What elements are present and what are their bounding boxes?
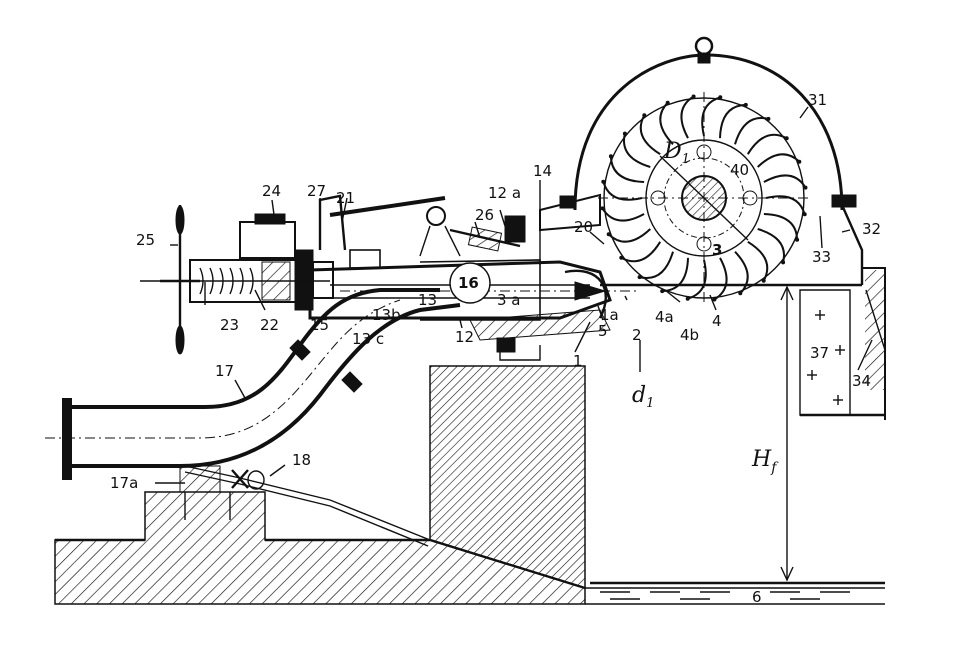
symbol-d1: d1 bbox=[632, 383, 654, 411]
label-13: 13 bbox=[418, 291, 437, 309]
label-31: 31 bbox=[808, 91, 827, 109]
governor-mechanism bbox=[140, 194, 526, 355]
runner-bucket-tip bbox=[691, 94, 696, 99]
runner-buckets bbox=[600, 94, 808, 302]
label-18: 18 bbox=[292, 451, 311, 469]
runner-bucket bbox=[620, 241, 662, 263]
label-37: 37 bbox=[810, 344, 829, 362]
runner-bucket-tip bbox=[642, 113, 647, 118]
runner-bucket-tip bbox=[743, 102, 748, 107]
runner-bucket-tip bbox=[761, 278, 766, 283]
label-4a: 4a bbox=[655, 308, 674, 326]
label-27: 27 bbox=[307, 182, 326, 200]
runner-bucket bbox=[747, 240, 769, 282]
label-33: 33 bbox=[812, 248, 831, 266]
runner-bucket bbox=[763, 213, 799, 240]
runner-bucket bbox=[639, 251, 674, 279]
runner-bucket-tip bbox=[600, 206, 605, 211]
symbol-Hf: Hf bbox=[751, 447, 779, 476]
label-26: 26 bbox=[475, 206, 494, 224]
label-40: 40 bbox=[730, 161, 749, 179]
label-22: 22 bbox=[260, 316, 279, 334]
label-20: 20 bbox=[574, 218, 593, 236]
runner-bucket-tip bbox=[781, 260, 786, 265]
label-3: 3 bbox=[712, 241, 722, 259]
label-12: 12 bbox=[455, 328, 474, 346]
runner-bucket bbox=[687, 259, 707, 300]
runner-bucket-tip bbox=[622, 131, 627, 136]
runner-bucket bbox=[734, 251, 749, 294]
head-dimension bbox=[780, 285, 794, 582]
label-15: 15 bbox=[310, 316, 329, 334]
runner-bucket bbox=[763, 174, 807, 189]
runner-bucket-tip bbox=[784, 136, 789, 141]
label-5: 5 bbox=[598, 322, 608, 340]
label-4: 4 bbox=[712, 312, 722, 330]
tailrace-water bbox=[590, 581, 885, 600]
foundation bbox=[54, 365, 885, 605]
label-6: 6 bbox=[752, 588, 762, 606]
runner-bucket bbox=[639, 114, 661, 156]
runner-bucket bbox=[609, 156, 645, 183]
label-12a: 12 a bbox=[488, 184, 521, 202]
label-3a: 3 a bbox=[497, 291, 521, 309]
runner-bucket bbox=[608, 228, 651, 243]
runner-bucket bbox=[659, 102, 674, 145]
runner-bucket bbox=[602, 181, 643, 201]
runner-bucket-tip bbox=[665, 100, 670, 105]
runner-bucket-tip bbox=[718, 95, 723, 100]
runner-bucket-tip bbox=[660, 289, 665, 294]
label-13c: 13 c bbox=[352, 330, 384, 348]
runner-bucket-tip bbox=[738, 291, 743, 296]
runner-bucket bbox=[765, 195, 806, 215]
label-1: 1 bbox=[573, 352, 583, 370]
drain-valve bbox=[179, 465, 431, 547]
label-16: 16 bbox=[458, 274, 479, 292]
runner-bucket-tip bbox=[637, 275, 642, 280]
runner-bucket-tip bbox=[803, 185, 808, 190]
runner-bucket-tip bbox=[795, 237, 800, 242]
inlet-pipe bbox=[45, 288, 461, 480]
label-25: 25 bbox=[136, 231, 155, 249]
runner-bucket-tip bbox=[802, 212, 807, 217]
labels: 25 23 22 24 27 21 15 13b 13 13 c 12 16 3… bbox=[110, 91, 881, 606]
label-17: 17 bbox=[215, 362, 234, 380]
runner-bucket bbox=[701, 96, 721, 137]
label-4b: 4b bbox=[680, 326, 699, 344]
label-32: 32 bbox=[862, 220, 881, 238]
pelton-runner bbox=[598, 92, 812, 305]
runner-bucket bbox=[757, 153, 800, 168]
runner-bucket bbox=[757, 228, 785, 263]
runner-bucket-tip bbox=[797, 159, 802, 164]
runner-bucket-tip bbox=[712, 297, 717, 302]
label-14: 14 bbox=[533, 162, 552, 180]
label-17a: 17a bbox=[110, 474, 138, 492]
label-1a: 1a bbox=[600, 306, 619, 324]
label-24: 24 bbox=[262, 182, 281, 200]
label-13b: 13b bbox=[372, 306, 401, 324]
label-21: 21 bbox=[336, 189, 355, 207]
runner-bucket bbox=[623, 133, 651, 168]
label-34: 34 bbox=[852, 372, 871, 390]
runner-bucket-tip bbox=[606, 232, 611, 237]
label-2: 2 bbox=[632, 326, 642, 344]
runner-bucket bbox=[719, 103, 746, 139]
symbol-D1: D1 bbox=[663, 139, 690, 167]
runner-bucket-tip bbox=[766, 116, 771, 121]
runner-bucket bbox=[746, 133, 788, 155]
turbine-housing bbox=[539, 36, 886, 420]
runner-bucket-tip bbox=[685, 296, 690, 301]
runner-bucket-tip bbox=[608, 154, 613, 159]
runner-bucket-tip bbox=[619, 255, 624, 260]
runner-bucket-tip bbox=[601, 179, 606, 184]
nozzle-assembly bbox=[308, 259, 640, 361]
runner-bucket bbox=[734, 117, 769, 145]
runner-bucket bbox=[713, 257, 728, 301]
runner-bucket bbox=[601, 207, 645, 222]
label-23: 23 bbox=[220, 316, 239, 334]
runner-bucket bbox=[680, 95, 695, 139]
leader-lines bbox=[155, 106, 873, 484]
